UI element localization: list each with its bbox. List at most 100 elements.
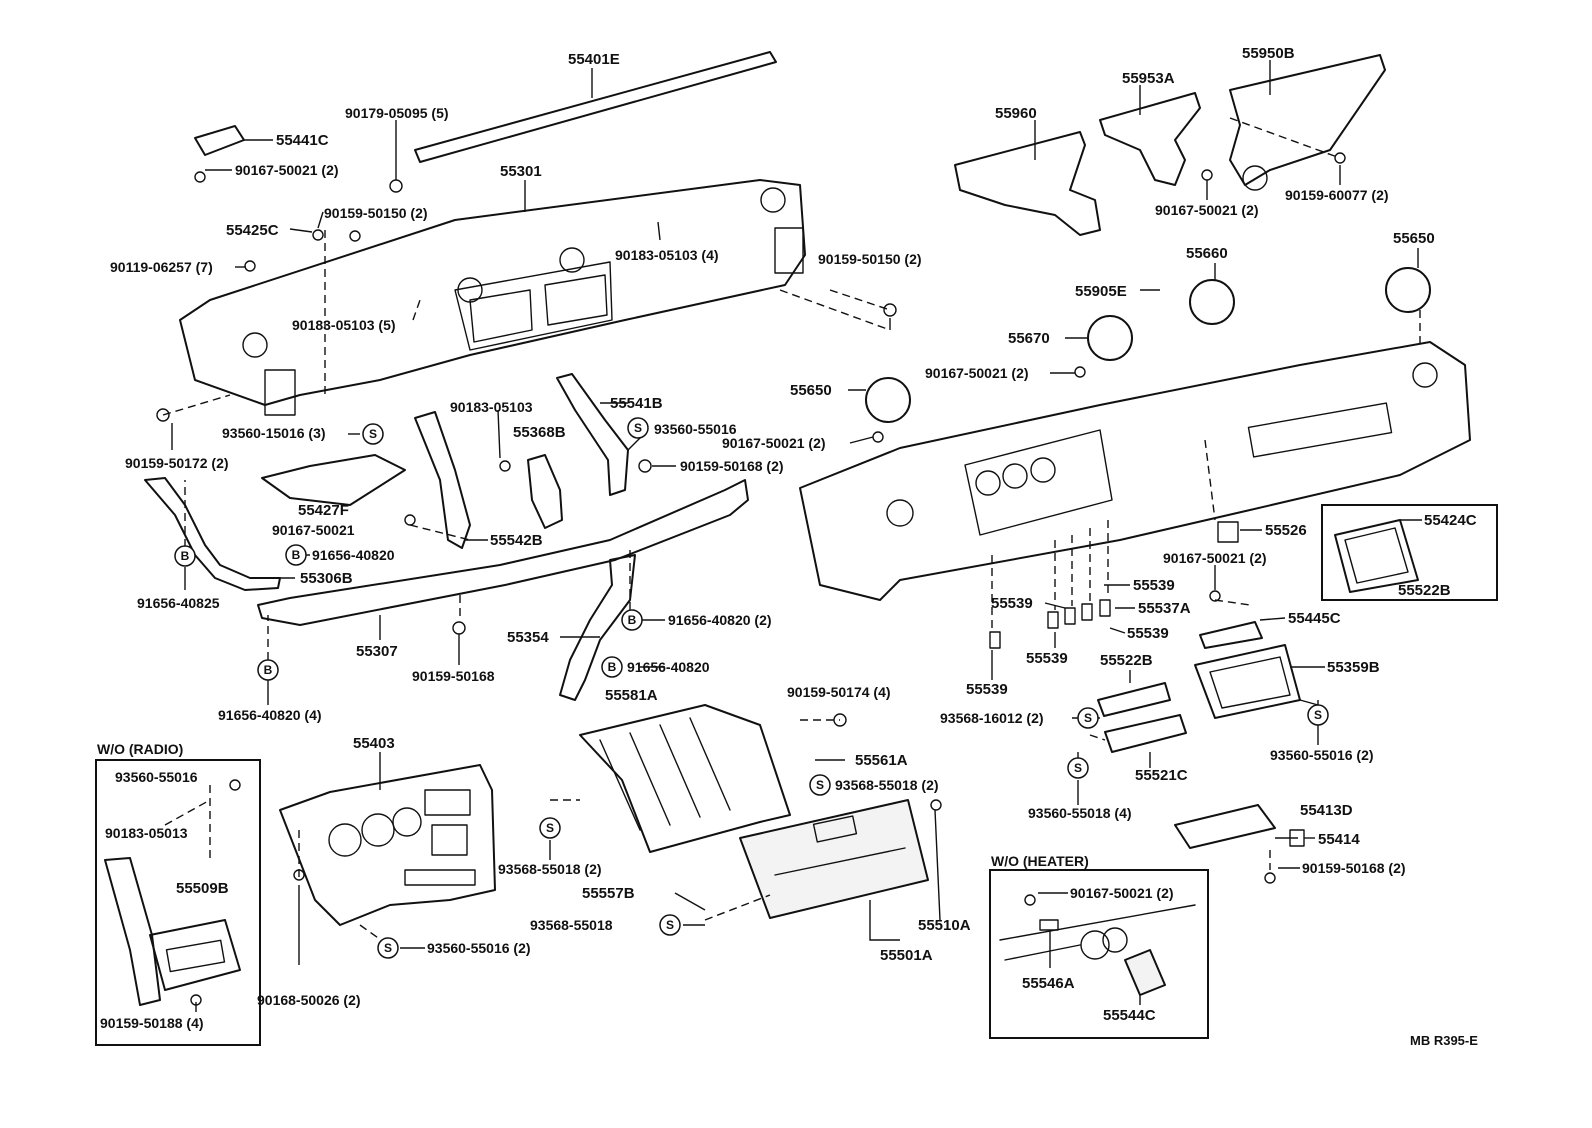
label-55359b: 55359B [1327,659,1380,676]
bracket-55445c-shape [1199,621,1263,649]
svg-text:B: B [292,548,301,562]
heater-gauge-2 [1102,927,1128,953]
label-55427f: 55427F [298,502,349,519]
label-90167-50021-2b: 90167-50021 (2) [925,365,1029,381]
dash-frame-gauge-right [559,247,585,273]
dash-frame-inner-shape [454,261,613,351]
dash-pad-gauge-2 [1002,463,1028,489]
dash-frame-inner2-shape [469,274,608,343]
label-55368b: 55368B [513,424,566,441]
screw-8 [499,460,511,472]
label-93560-55016-2b: 93560-55016 (2) [1270,747,1374,763]
bezel-55424c-shape [1334,519,1419,593]
label-91656-40820-2: 91656-40820 (2) [668,612,772,628]
radio-inset-title: W/O (RADIO) [97,741,183,757]
label-93568-55018-2a: 93568-55018 (2) [498,861,602,877]
label-93560-55016-b: 93560-55016 [115,769,198,785]
label-55501a: 55501A [880,947,933,964]
label-90168-50026: 90168-50026 (2) [257,992,361,1008]
dash-pad-vent-left [886,499,914,527]
label-55541b: 55541B [610,395,663,412]
cluster-gauge-3 [392,807,422,837]
heater-inset-box [989,869,1209,1039]
dash-frame-shape [179,179,806,406]
label-55526: 55526 [1265,522,1307,539]
label-55544c: 55544C [1103,1007,1156,1024]
svg-text:S: S [1314,708,1322,722]
label-90167-50021-b: 90167-50021 [272,522,355,538]
label-55542b: 55542B [490,532,543,549]
symbol-s-1: S [362,423,384,445]
diagram-code: MB R395-E [1410,1033,1478,1048]
label-55537a: 55537A [1138,600,1191,617]
vent-55670-shape [1087,315,1133,361]
screw-6 [156,408,170,422]
label-55539-c: 55539 [1127,625,1169,642]
screw-1 [389,179,403,193]
heater-panel-shape [999,904,1196,961]
glovebox-housing-55581a-shape [579,704,791,853]
svg-text:S: S [369,427,377,441]
label-91656-40820-a: 91656-40820 [312,547,395,563]
label-90159-50172: 90159-50172 (2) [125,455,229,471]
inset-box-55424c [1321,504,1498,601]
dash-pad-cluster-shape [964,429,1113,536]
label-55539-b: 55539 [991,595,1033,612]
cluster-window-2 [431,824,468,856]
screw-16 [1209,590,1221,602]
label-55581a: 55581A [605,687,658,704]
part-shapes [104,51,1498,1006]
heater-inset-title: W/O (HEATER) [991,853,1089,869]
glovebox-door-handle [812,815,858,843]
label-55445c: 55445C [1288,610,1341,627]
screw-5 [244,260,256,272]
label-55413d: 55413D [1300,802,1353,819]
label-55561a: 55561A [855,752,908,769]
label-90167-50021-2c: 90167-50021 (2) [722,435,826,451]
bracket-55368b-shape [527,454,563,529]
screw-12 [1074,366,1086,378]
heater-gauge-1 [1080,930,1110,960]
dash-frame-vent-round-left [242,332,268,358]
cluster-gauge-1 [328,823,362,857]
symbol-b-1: B [285,544,307,566]
svg-text:B: B [264,663,273,677]
duct-55950b-shape [1229,54,1386,186]
label-90119-06257: 90119-06257 (7) [110,259,213,275]
svg-text:B: B [181,549,190,563]
label-90159-50168-2a: 90159-50168 (2) [680,458,784,474]
bezel-55522b-shape [1097,682,1171,717]
screw-10 [452,621,466,635]
label-55539-a: 55539 [1133,577,1175,594]
cluster-switch-row [404,869,476,886]
symbol-b-2: B [174,545,196,567]
symbol-s-4: S [377,937,399,959]
bracket-55441c-shape [194,125,245,156]
svg-text:S: S [634,421,642,435]
svg-text:B: B [608,660,617,674]
label-93568-55018-2b: 93568-55018 (2) [835,777,939,793]
label-55403: 55403 [353,735,395,752]
svg-text:S: S [384,941,392,955]
insets: W/O (RADIO) W/O (HEATER) [95,741,1209,1046]
switch-blank-5 [989,631,1001,649]
dash-frame-gauge-left [457,277,483,303]
label-55521c: 55521C [1135,767,1188,784]
label-55650-right: 55650 [1393,230,1435,247]
symbol-s-8: S [1067,757,1089,779]
label-90159-50168-a: 90159-50168 [412,668,495,684]
dash-pad-gauge-1 [975,470,1001,496]
dash-pad-vent-right [1412,362,1438,388]
radio-inset-box [95,759,261,1046]
label-55539-d: 55539 [1026,650,1068,667]
screw-19 [229,779,241,791]
radio-bracket-body-shape [149,919,241,991]
label-91656-40825: 91656-40825 [137,595,220,611]
glovebox-housing-ribs-shape [599,717,731,831]
screw-3 [312,229,324,241]
brace-55541b-shape [556,373,629,496]
screw-2 [194,171,206,183]
symbol-s-5: S [659,914,681,936]
label-55950b: 55950B [1242,45,1295,62]
